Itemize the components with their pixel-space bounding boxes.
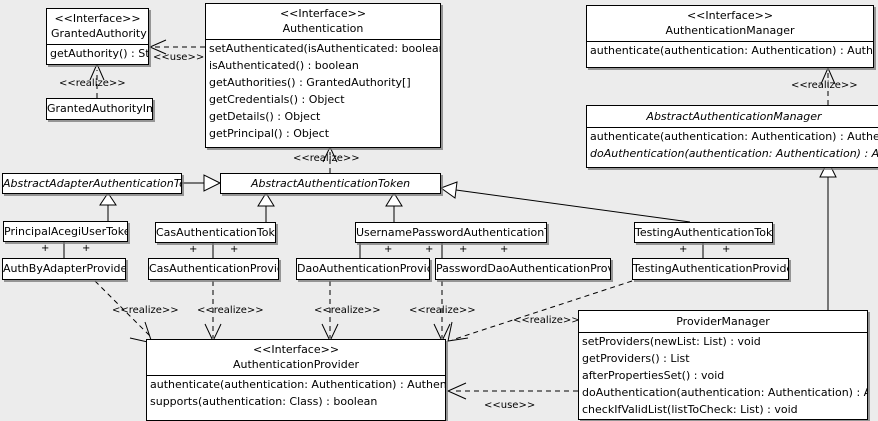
operations-compartment: authenticate(authentication: Authenticat… <box>587 41 873 59</box>
operations-compartment: authenticate(authentication: Authenticat… <box>147 375 445 410</box>
stereotype-label: <<Interface>> <box>686 9 774 22</box>
association-marker: + <box>189 244 198 255</box>
stereotype-label: <<Interface>> <box>279 7 367 20</box>
class-testing-authentication-provider[interactable]: TestingAuthenticationProvider <box>632 258 789 280</box>
operation-item: doAuthentication(authentication: Authent… <box>582 386 867 399</box>
class-auth-by-adapter-provider[interactable]: AuthByAdapterProvider <box>2 258 126 280</box>
class-name: AbstractAuthenticationManager <box>646 110 822 123</box>
operation-item: getAuthorities() : GrantedAuthority[] <box>209 76 411 89</box>
class-cas-authentication-token[interactable]: CasAuthenticationToken <box>155 222 276 243</box>
association-marker: + <box>679 244 688 255</box>
class-header: <<Interface>> AuthenticationManager <box>587 6 873 41</box>
class-principal-acegi-user-token[interactable]: PrincipalAcegiUserToken <box>3 221 128 242</box>
operation-item: checkIfValidList(listToCheck: List) : vo… <box>582 403 798 416</box>
arrow-generalize-adapter-token <box>203 174 222 192</box>
class-header: <<Interface>> Authentication <box>206 4 440 39</box>
class-name: GrantedAuthority <box>51 27 147 40</box>
stereotype-label: <<Interface>> <box>54 12 141 25</box>
edge-label-realize-password-dao-provider: <<realize>> <box>409 305 476 316</box>
edge-label-realize-authentication: <<realize>> <box>293 153 360 164</box>
edge-label-realize-dao-provider: <<realize>> <box>314 305 381 316</box>
operation-item: getDetails() : Object <box>209 110 321 123</box>
association-marker: + <box>722 244 731 255</box>
operation-item: getCredentials() : Object <box>209 93 345 106</box>
class-authentication[interactable]: <<Interface>> Authentication setAuthenti… <box>205 3 441 148</box>
operation-item: authenticate(authentication: Authenticat… <box>150 378 445 391</box>
association-marker: + <box>500 244 509 255</box>
class-header: <<Interface>> GrantedAuthority <box>47 9 148 44</box>
operation-item: setProviders(newList: List) : void <box>582 335 761 348</box>
edge-label-realize-cas-provider: <<realize>> <box>197 305 264 316</box>
edge-label-realize-testing-provider: <<realize>> <box>513 315 580 326</box>
operations-compartment: authenticate(authentication: Authenticat… <box>587 127 878 162</box>
association-marker: + <box>82 243 91 254</box>
class-abstract-adapter-authentication-token[interactable]: AbstractAdapterAuthenticationToken <box>2 173 182 194</box>
stereotype-label: <<Interface>> <box>252 343 340 356</box>
operation-item: supports(authentication: Class) : boolea… <box>150 395 378 408</box>
operation-item: getAuthority() : String <box>50 47 148 60</box>
class-dao-authentication-provider[interactable]: DaoAuthenticationProvider <box>296 258 430 280</box>
operation-item: getPrincipal() : Object <box>209 127 330 140</box>
association-marker: + <box>384 244 393 255</box>
edge-label-realize-granted-authority-impl: <<realize>> <box>59 78 126 89</box>
operations-compartment: setProviders(newList: List) : void getPr… <box>579 332 867 418</box>
class-granted-authority[interactable]: <<Interface>> GrantedAuthority getAuthor… <box>46 8 149 65</box>
association-marker: + <box>41 243 50 254</box>
arrow-generalize-userpass-token <box>385 192 403 207</box>
class-testing-authentication-token[interactable]: TestingAuthenticationToken <box>634 222 773 243</box>
operation-item: afterPropertiesSet() : void <box>582 369 725 382</box>
class-header: AbstractAuthenticationManager <box>587 106 878 127</box>
operation-item: setAuthenticated(isAuthenticated: boolea… <box>209 42 440 55</box>
association-marker: + <box>459 244 468 255</box>
operations-compartment: setAuthenticated(isAuthenticated: boolea… <box>206 39 440 142</box>
operations-compartment: getAuthority() : String <box>47 44 148 62</box>
class-header: <<Interface>> AuthenticationProvider <box>147 340 445 375</box>
arrow-use-provider-manager <box>446 382 467 400</box>
association-marker: + <box>425 244 434 255</box>
class-password-dao-authentication-provider[interactable]: PasswordDaoAuthenticationProvider <box>435 258 611 280</box>
class-authentication-provider[interactable]: <<Interface>> AuthenticationProvider aut… <box>146 339 446 421</box>
edge-label-use-granted-authority: <<use>> <box>153 52 205 63</box>
arrow-generalize-cas-token <box>257 192 275 207</box>
class-cas-authentication-provider[interactable]: CasAuthenticationProvider <box>148 258 279 280</box>
association-marker: + <box>230 244 239 255</box>
edge-generalize-testing-token <box>455 189 691 223</box>
arrow-realize-testing-provider <box>447 321 469 342</box>
class-name: AuthenticationProvider <box>232 358 360 371</box>
arrow-generalize-principal-token <box>99 192 117 206</box>
class-abstract-authentication-token[interactable]: AbstractAuthenticationToken <box>220 173 441 194</box>
operation-item: getProviders() : List <box>582 352 690 365</box>
class-header: ProviderManager <box>579 311 867 332</box>
operation-item: isAuthenticated() : boolean <box>209 59 359 72</box>
operation-item: doAuthentication(authentication: Authent… <box>590 147 878 160</box>
class-provider-manager[interactable]: ProviderManager setProviders(newList: Li… <box>578 310 868 420</box>
class-username-password-authentication-token[interactable]: UsernamePasswordAuthenticationToken <box>355 222 547 243</box>
class-abstract-authentication-manager[interactable]: AbstractAuthenticationManager authentica… <box>586 105 878 168</box>
class-name: ProviderManager <box>676 315 770 328</box>
class-granted-authority-impl[interactable]: GrantedAuthorityImpl <box>46 98 153 120</box>
edge-label-realize-authentication-manager: <<realize>> <box>791 80 858 91</box>
arrow-generalize-testing-token <box>439 181 458 199</box>
operation-item: authenticate(authentication: Authenticat… <box>590 130 878 143</box>
class-name: AuthenticationManager <box>665 24 795 37</box>
class-name: Authentication <box>282 22 364 35</box>
edge-label-use-provider-manager: <<use>> <box>484 400 536 411</box>
edge-label-realize-auth-by-adapter: <<realize>> <box>112 305 179 316</box>
class-authentication-manager[interactable]: <<Interface>> AuthenticationManager auth… <box>586 5 874 68</box>
operation-item: authenticate(authentication: Authenticat… <box>590 44 873 57</box>
